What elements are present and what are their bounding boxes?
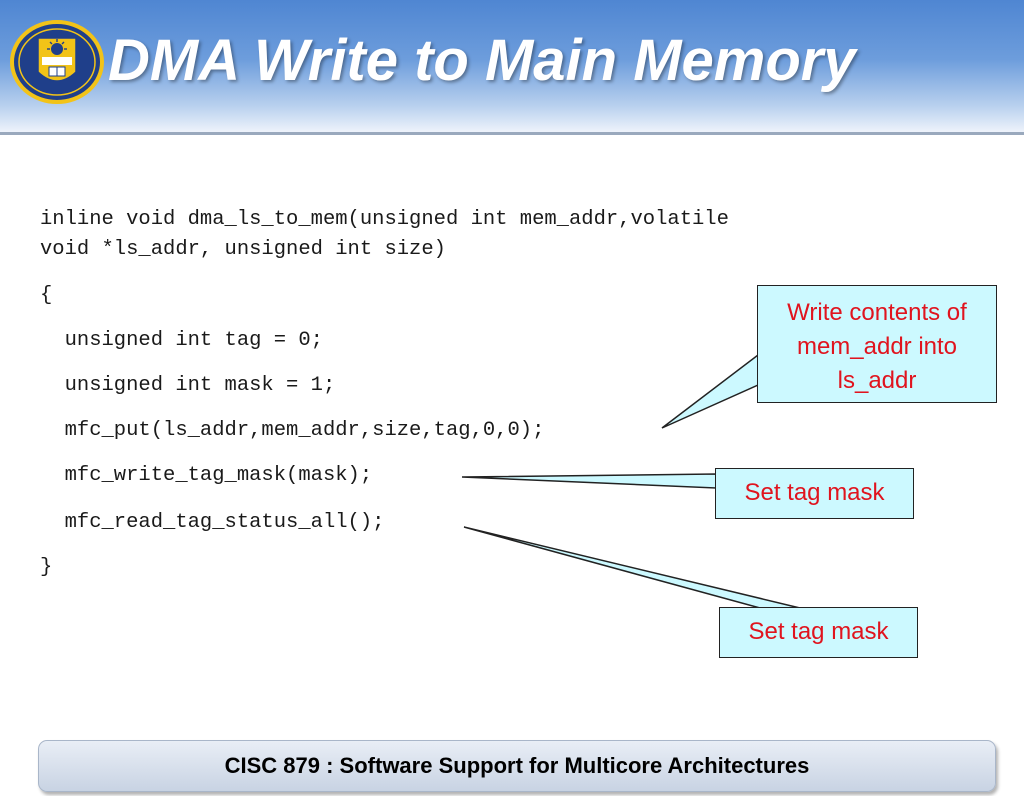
footer-bar: CISC 879 : Software Support for Multicor… (38, 740, 996, 792)
slide-header (0, 0, 1024, 132)
code-line: mfc_put(ls_addr,mem_addr,size,tag,0,0); (40, 419, 545, 442)
university-seal-logo (10, 20, 104, 104)
code-line: unsigned int mask = 1; (40, 374, 336, 397)
callout-pointer (463, 526, 801, 609)
code-line: unsigned int tag = 0; (40, 329, 323, 352)
code-line: mfc_write_tag_mask(mask); (40, 464, 373, 487)
callout-pointer (461, 473, 717, 489)
code-line: { (40, 284, 53, 307)
slide-title: DMA Write to Main Memory (108, 28, 856, 93)
code-line: inline void dma_ls_to_mem(unsigned int m… (40, 208, 729, 231)
code-line: } (40, 556, 53, 579)
code-line: void *ls_addr, unsigned int size) (40, 238, 446, 261)
callout-pointer (661, 353, 759, 429)
callout-set-tag-mask: Set tag mask (719, 607, 918, 658)
course-title: CISC 879 : Software Support for Multicor… (224, 753, 810, 778)
code-line: mfc_read_tag_status_all(); (40, 511, 385, 534)
header-divider (0, 132, 1024, 135)
callout-write-contents: Write contents of mem_addr into ls_addr (757, 285, 997, 403)
callout-set-tag-mask: Set tag mask (715, 468, 914, 519)
